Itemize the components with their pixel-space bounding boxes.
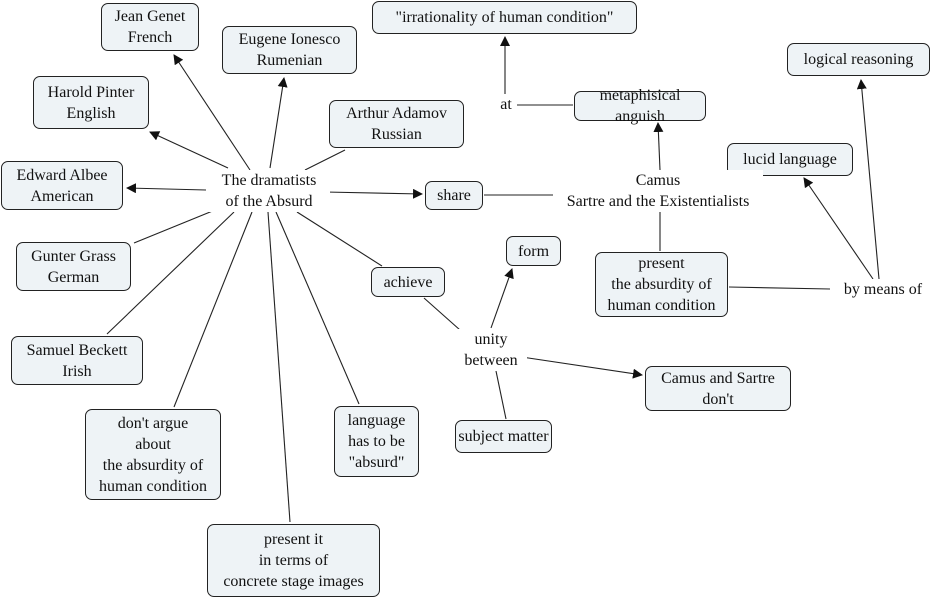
edge-achieve-to-unity — [423, 297, 461, 331]
edge-to-samuel-beckett — [106, 211, 235, 335]
central-concept[interactable]: The dramatists of the Absurd — [208, 170, 330, 212]
concept-arthur-adamov[interactable]: Arthur Adamov Russian — [329, 100, 464, 148]
concept-metaphisical-anguish[interactable]: metaphisical anguish — [574, 87, 706, 125]
concept-subject-matter[interactable]: subject matter — [455, 420, 552, 453]
linking-phrase-by-means-of[interactable]: by means of — [834, 279, 932, 300]
edge-to-language-absurd — [275, 211, 360, 405]
edge-to-edward-albee — [126, 183, 207, 194]
concept-dont-argue[interactable]: don't argue about the absurdity of human… — [85, 409, 221, 500]
concept-camus-sartre-dont[interactable]: Camus and Sartre don't — [645, 366, 791, 411]
concept-language-absurd[interactable]: language has to be "absurd" — [334, 406, 419, 477]
concept-logical-reasoning[interactable]: logical reasoning — [787, 43, 930, 76]
edge-to-arthur-adamov — [304, 149, 346, 171]
edge-to-jean-genet — [173, 54, 251, 171]
edge-unity-to-subject — [495, 370, 507, 420]
edge-to-harold-pinter — [149, 131, 229, 169]
concept-gunter-grass[interactable]: Gunter Grass German — [16, 242, 131, 291]
edge-to-present-it — [267, 211, 291, 523]
edge-to-gunter-grass — [133, 209, 216, 244]
concept-samuel-beckett[interactable]: Samuel Beckett Irish — [11, 336, 143, 385]
edge-camus-to-metaphisical — [653, 122, 664, 171]
concept-edward-albee[interactable]: Edward Albee American — [1, 161, 123, 210]
edge-to-share — [324, 188, 423, 199]
edge-unity-to-form — [490, 268, 514, 329]
concept-form[interactable]: form — [506, 236, 561, 266]
concept-harold-pinter[interactable]: Harold Pinter English — [33, 76, 149, 129]
linking-phrase-unity-between[interactable]: unity between — [455, 329, 527, 371]
edge-to-achieve — [296, 211, 383, 267]
concept-achieve[interactable]: achieve — [371, 267, 445, 297]
linking-phrase-at[interactable]: at — [495, 94, 517, 115]
concept-irrationality[interactable]: "irrationality of human condition" — [372, 1, 637, 34]
edge-unity-to-camus-dont — [514, 355, 643, 379]
edge-to-eugene-ionesco — [269, 77, 288, 169]
concept-present-it[interactable]: present it in terms of concrete stage im… — [207, 524, 380, 597]
concept-present-absurdity[interactable]: present the absurdity of human condition — [595, 252, 728, 317]
concept-eugene-ionesco[interactable]: Eugene Ionesco Rumenian — [222, 26, 357, 74]
linking-phrase-camus-existentialists[interactable]: Camus Sartre and the Existentialists — [553, 170, 763, 212]
edge-present-to-by-means — [728, 286, 831, 290]
edge-by-means-to-logical — [856, 79, 880, 280]
edge-by-means-to-lucid — [803, 177, 874, 280]
concept-jean-genet[interactable]: Jean Genet French — [101, 3, 199, 51]
edge-to-dont-argue — [173, 211, 253, 408]
concept-share[interactable]: share — [425, 181, 483, 210]
